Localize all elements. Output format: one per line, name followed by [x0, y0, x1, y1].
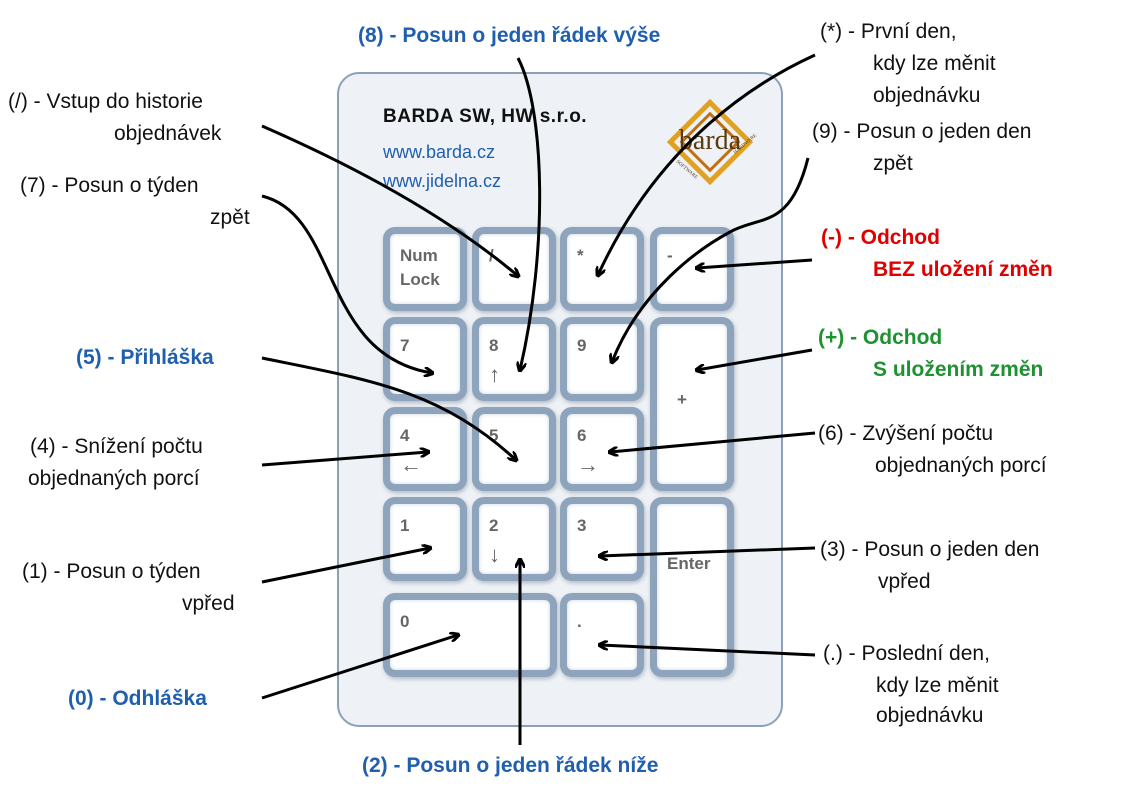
label-key-1-line1: (1) - Posun o týden: [22, 560, 201, 583]
arrow-key-8: [518, 57, 542, 370]
label-key-5: (5) - Přihláška: [76, 346, 214, 369]
arrow-left-icon: ←: [400, 452, 422, 477]
arrow-up-icon: ↑: [489, 362, 500, 387]
arrow-key-5: [261, 356, 516, 460]
label-key-0: (0) - Odhláška: [68, 687, 207, 710]
label-key-6-line2: objednaných porcí: [875, 454, 1047, 477]
key-2-label: 2: [489, 516, 499, 535]
key-8-label: 8: [489, 336, 499, 355]
arrow-key-1: [261, 548, 430, 584]
arrow-key-4: [261, 452, 428, 467]
arrow-key-star: [598, 53, 816, 275]
url-barda[interactable]: www.barda.cz: [383, 142, 496, 162]
label-key-plus-line1: (+) - Odchod: [818, 326, 943, 349]
arrow-key-minus: [697, 258, 813, 268]
label-key-star-line3: objednávku: [873, 84, 981, 107]
label-key-9-line1: (9) - Posun o jeden den: [812, 120, 1032, 143]
key-plus[interactable]: +: [650, 317, 734, 491]
arrow-key-plus: [697, 348, 813, 370]
key-star-label: *: [577, 246, 584, 265]
label-key-3-line2: vpřed: [878, 570, 931, 593]
label-key-4-line1: (4) - Snížení počtu: [30, 435, 203, 458]
label-key-1-line2: vpřed: [182, 592, 235, 615]
label-key-dot-line2: kdy lze měnit: [876, 674, 999, 697]
key-enter-label: Enter: [667, 554, 711, 573]
key-9[interactable]: 9: [560, 317, 644, 401]
key-plus-label: +: [677, 390, 687, 409]
url-jidelna[interactable]: www.jidelna.cz: [383, 171, 502, 191]
label-key-9-line2: zpět: [873, 152, 913, 175]
key-6-label: 6: [577, 426, 587, 445]
key-5-label: 5: [489, 426, 499, 445]
key-1[interactable]: 1: [383, 497, 467, 581]
label-key-star-line1: (*) - První den,: [820, 20, 957, 43]
key-numlock[interactable]: Num Lock: [383, 227, 467, 311]
key-1-label: 1: [400, 516, 410, 535]
label-key-6-line1: (6) - Zvýšení počtu: [818, 422, 994, 445]
key-7[interactable]: 7: [383, 317, 467, 401]
arrow-key-7: [261, 194, 432, 373]
arrow-key-dot: [600, 645, 816, 657]
label-key-dot-line1: (.) - Poslední den,: [823, 642, 990, 665]
key-0-label: 0: [400, 612, 410, 631]
arrow-key-9: [612, 157, 810, 362]
label-key-slash-line1: (/) - Vstup do historie: [8, 90, 203, 113]
label-key-plus-line2: S uložením změn: [873, 358, 1044, 381]
key-4-label: 4: [400, 426, 410, 445]
key-0[interactable]: 0: [383, 593, 557, 677]
arrow-key-0: [261, 635, 458, 700]
label-key-minus-line1: (-) - Odchod: [821, 226, 940, 249]
label-key-star-line2: kdy lze měnit: [873, 52, 996, 75]
arrow-right-icon: →: [577, 452, 599, 477]
label-key-4-line2: objednaných porcí: [28, 467, 200, 490]
arrow-key-3: [600, 546, 816, 556]
key-3[interactable]: 3: [560, 497, 644, 581]
arrow-key-6: [610, 431, 816, 452]
label-key-3-line1: (3) - Posun o jeden den: [820, 538, 1040, 561]
key-5[interactable]: 5: [472, 407, 556, 491]
key-8[interactable]: 8 ↑: [472, 317, 556, 401]
key-3-label: 3: [577, 516, 587, 535]
arrow-key-slash: [261, 124, 518, 276]
label-key-8: (8) - Posun o jeden řádek výše: [358, 24, 661, 47]
label-key-7-line2: zpět: [210, 206, 250, 229]
label-key-slash-line2: objednávek: [114, 122, 222, 145]
key-minus[interactable]: -: [650, 227, 734, 311]
arrow-down-icon: ↓: [489, 542, 500, 567]
key-dot-label: .: [577, 612, 582, 631]
label-key-2: (2) - Posun o jeden řádek níže: [362, 754, 659, 777]
key-7-label: 7: [400, 336, 410, 355]
label-key-minus-line2: BEZ uložení změn: [873, 258, 1053, 281]
key-minus-label: -: [667, 246, 673, 265]
label-key-dot-line3: objednávku: [876, 704, 984, 727]
key-2[interactable]: 2 ↓: [472, 497, 556, 581]
label-key-7-line1: (7) - Posun o týden: [20, 174, 199, 197]
key-dot[interactable]: .: [560, 593, 644, 677]
key-numlock-label: Num Lock: [400, 246, 440, 289]
key-9-label: 9: [577, 336, 587, 355]
